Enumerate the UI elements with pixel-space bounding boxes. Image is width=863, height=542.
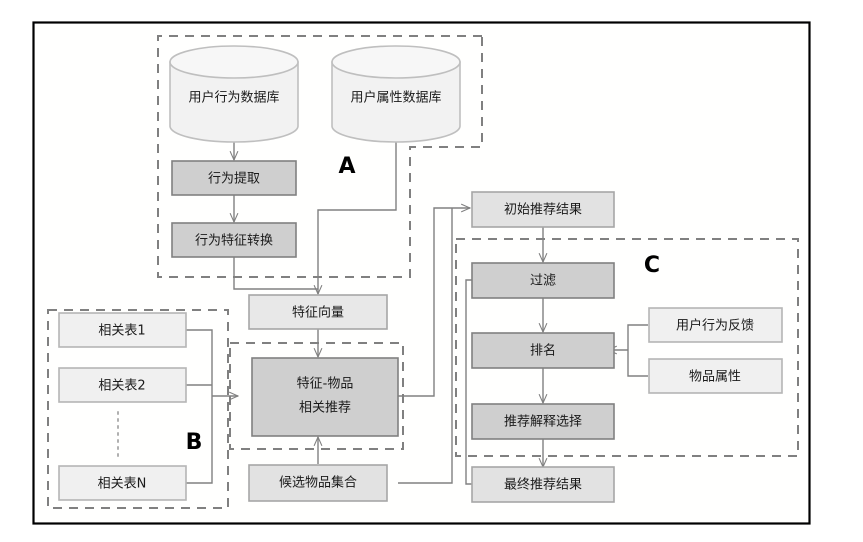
group-label-b: B bbox=[186, 430, 203, 455]
node-item-attribute[interactable]: 物品属性 bbox=[648, 358, 783, 394]
node-feature-vector[interactable]: 特征向量 bbox=[248, 294, 388, 330]
group-label-a: A bbox=[338, 154, 355, 179]
node-ranking[interactable]: 排名 bbox=[471, 332, 615, 369]
node-related-table-2[interactable]: 相关表2 bbox=[58, 367, 187, 403]
edge-table1-bus bbox=[186, 329, 213, 396]
group-label-c: C bbox=[644, 253, 660, 278]
node-rec-explanation-select[interactable]: 推荐解释选择 bbox=[471, 403, 615, 440]
node-feature-item-recommendation[interactable]: 特征-物品 相关推荐 bbox=[251, 357, 399, 437]
node-behavior-feature-conversion[interactable]: 行为特征转换 bbox=[171, 222, 297, 258]
node-filter[interactable]: 过滤 bbox=[471, 262, 615, 299]
node-related-table-n[interactable]: 相关表N bbox=[58, 465, 187, 501]
node-user-attribute-db[interactable]: 用户属性数据库 bbox=[331, 45, 461, 143]
group-box-a bbox=[157, 35, 483, 278]
edge-featureconv-to-bus bbox=[233, 257, 318, 290]
node-initial-rec-result[interactable]: 初始推荐结果 bbox=[471, 191, 615, 228]
edge-attrdb-to-featurevector bbox=[318, 140, 397, 294]
edge-candidate-to-up bbox=[398, 208, 453, 484]
node-user-behavior-db[interactable]: 用户行为数据库 bbox=[169, 45, 299, 143]
node-related-table-1[interactable]: 相关表1 bbox=[58, 312, 187, 348]
edge-feedback-bus-top bbox=[627, 324, 648, 350]
edge-tablen-bus bbox=[186, 396, 213, 484]
group-box-b bbox=[47, 309, 229, 509]
node-candidate-item-set[interactable]: 候选物品集合 bbox=[248, 464, 388, 502]
edge-itemattr-bus-bottom bbox=[627, 350, 648, 377]
group-box-c bbox=[455, 238, 799, 457]
node-behavior-extraction[interactable]: 行为提取 bbox=[171, 160, 297, 196]
connector-layer bbox=[186, 140, 648, 485]
node-final-rec-result[interactable]: 最终推荐结果 bbox=[471, 466, 615, 503]
node-user-behavior-feedback[interactable]: 用户行为反馈 bbox=[648, 307, 783, 343]
